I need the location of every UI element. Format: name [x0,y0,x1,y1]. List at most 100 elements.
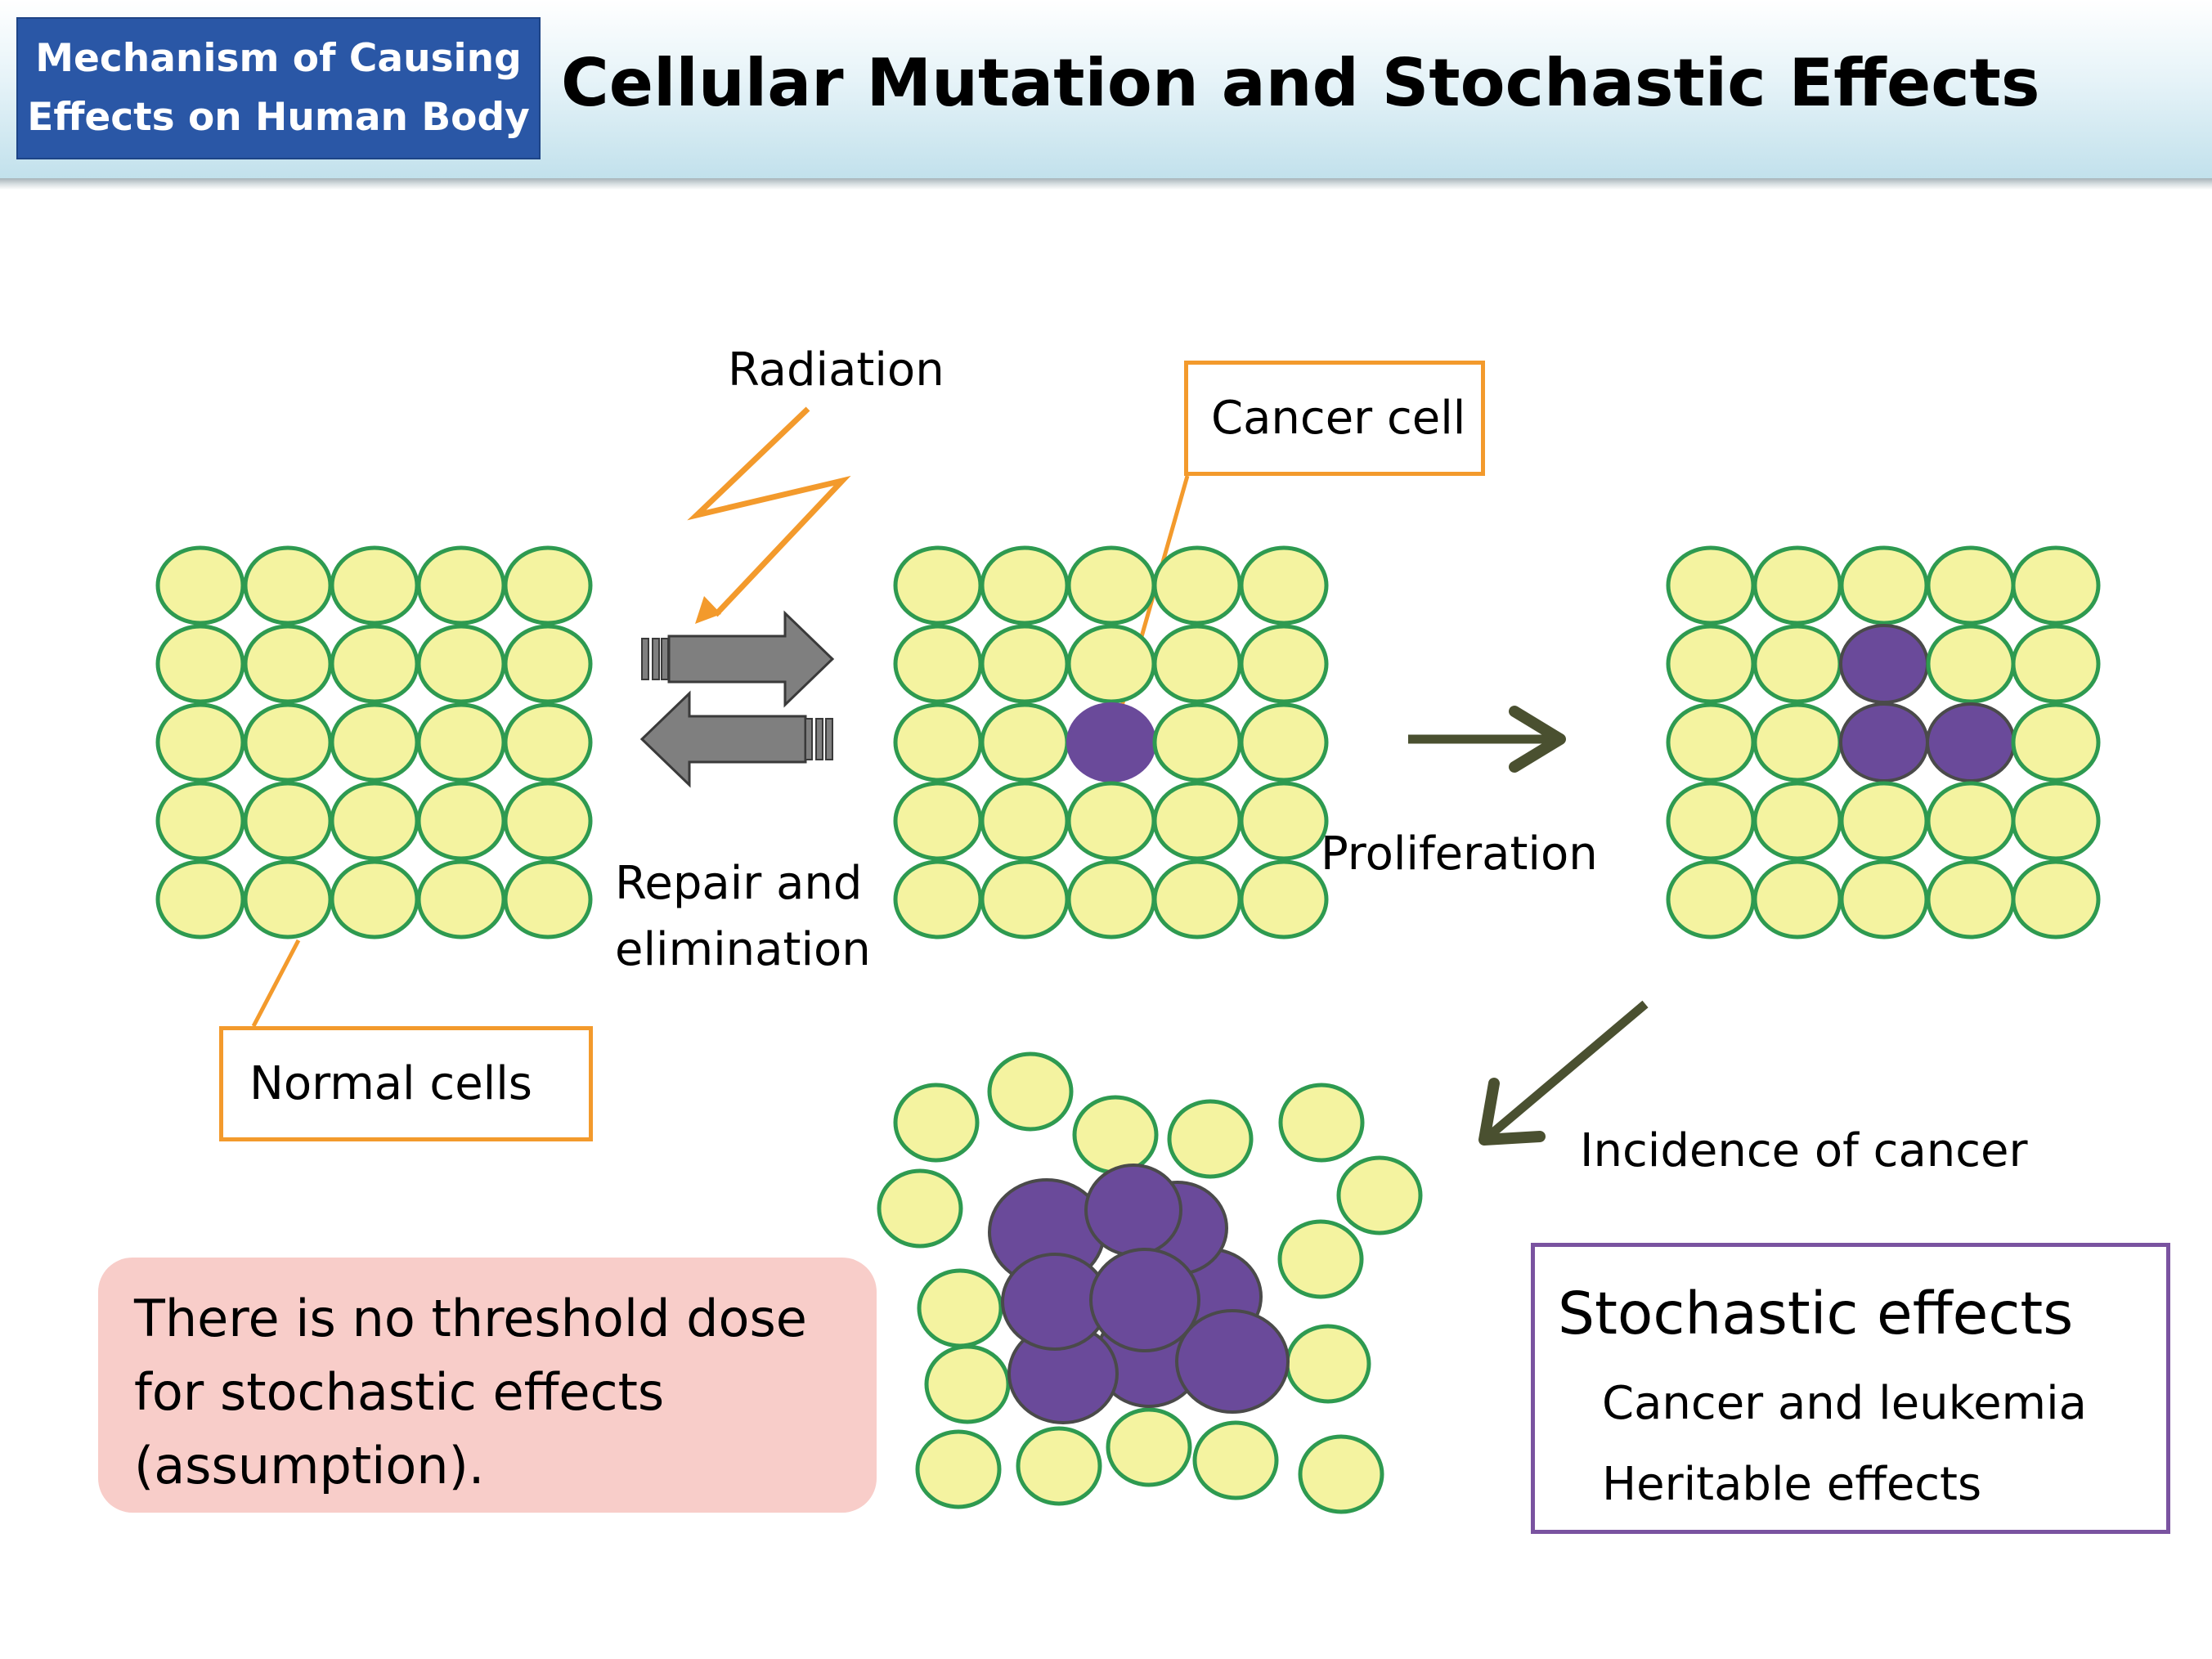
normal-callout-leader [251,939,301,1028]
normal-cell [416,859,506,939]
cancer-cell [1175,1309,1290,1414]
normal-cell [917,1268,1003,1348]
cancer-cell [1926,702,2016,782]
stochastic-effects-box: Stochastic effects Cancer and leukemia H… [1531,1243,2170,1534]
normal-cell [1839,545,1929,625]
cancer-cell [1839,624,1929,704]
normal-cell [243,702,333,782]
normal-cell [893,545,983,625]
normal-cell [416,702,506,782]
normal-cell [1239,702,1329,782]
normal-cell [155,545,245,625]
normal-cell [1066,859,1156,939]
normal-cell [980,702,1070,782]
proliferation-label: Proliferation [1321,827,1598,881]
normal-cell [330,624,420,704]
normal-cell [1277,1219,1364,1299]
mutation-arrow [641,610,835,708]
normal-cell [243,781,333,861]
normal-cell [1066,624,1156,704]
normal-cell [1839,781,1929,861]
normal-cell [1839,859,1929,939]
threshold-note: There is no threshold dose for stochasti… [98,1258,877,1513]
normal-cell [1066,545,1156,625]
normal-cell [980,624,1070,704]
normal-cell [980,859,1070,939]
repair-label-line2: elimination [615,923,871,976]
normal-cell [416,624,506,704]
normal-cell [155,702,245,782]
note-line1: There is no threshold dose [134,1289,807,1348]
incidence-label: Incidence of cancer [1580,1124,2028,1177]
section-badge-line2: Effects on Human Body [27,95,530,140]
proliferation-arrow [1408,706,1566,773]
normal-cell [1752,859,1842,939]
normal-cell [1239,781,1329,861]
normal-cell [503,545,593,625]
normal-cell [155,859,245,939]
cancer-cluster [877,1051,1423,1514]
normal-cell [893,781,983,861]
normal-cell [2011,702,2101,782]
normal-cell [330,702,420,782]
repair-arrow [639,690,833,788]
normal-cell [1666,781,1756,861]
incidence-arrow [1478,1000,1649,1146]
header-shadow [0,178,2212,190]
normal-cell [1016,1426,1102,1506]
mutated-cells-grid [893,545,1329,939]
normal-cell [1192,1420,1279,1500]
normal-cell [503,624,593,704]
normal-cell [1152,781,1242,861]
stochastic-effects-title: Stochastic effects [1558,1280,2074,1347]
normal-cell [1072,1095,1159,1175]
normal-cell [243,624,333,704]
normal-cell [1152,702,1242,782]
normal-cell [1278,1083,1365,1163]
normal-cell [503,859,593,939]
note-line3: (assumption). [134,1436,485,1495]
page-title: Cellular Mutation and Stochastic Effects [561,45,2040,121]
normal-cell [1666,624,1756,704]
normal-cell [893,1083,980,1163]
cancer-cell [1084,1164,1182,1257]
normal-cells-grid [155,545,593,939]
cancer-cell [1066,702,1156,782]
normal-cell [1752,624,1842,704]
normal-cell [1752,781,1842,861]
normal-cell [2011,859,2101,939]
normal-cell [980,545,1070,625]
normal-cell [243,545,333,625]
normal-cell [416,545,506,625]
normal-cell [893,859,983,939]
normal-cell [1152,545,1242,625]
normal-cell [1167,1099,1254,1179]
section-badge: Mechanism of Causing Effects on Human Bo… [16,17,541,159]
section-badge-line1: Mechanism of Causing [35,36,522,81]
normal-cell [243,859,333,939]
effects-item-heritable: Heritable effects [1602,1458,1982,1511]
normal-cell [1926,545,2016,625]
normal-cell [1239,624,1329,704]
normal-cell [893,624,983,704]
normal-cell [155,781,245,861]
normal-cell [987,1051,1074,1132]
normal-cell [330,545,420,625]
normal-cell [416,781,506,861]
radiation-label: Radiation [728,343,944,397]
normal-cell [1666,702,1756,782]
proliferated-cells-grid [1666,545,2101,939]
normal-cell [330,859,420,939]
normal-cell [1298,1434,1384,1514]
normal-cell [1285,1324,1371,1404]
normal-cell [980,781,1070,861]
cancer-cell [1839,702,1929,782]
normal-cell [2011,781,2101,861]
normal-cell [1666,545,1756,625]
normal-cell [1106,1407,1192,1487]
cancer-cell [1089,1248,1200,1352]
normal-cell [1752,545,1842,625]
normal-cell [2011,624,2101,704]
normal-cell [915,1429,1002,1509]
